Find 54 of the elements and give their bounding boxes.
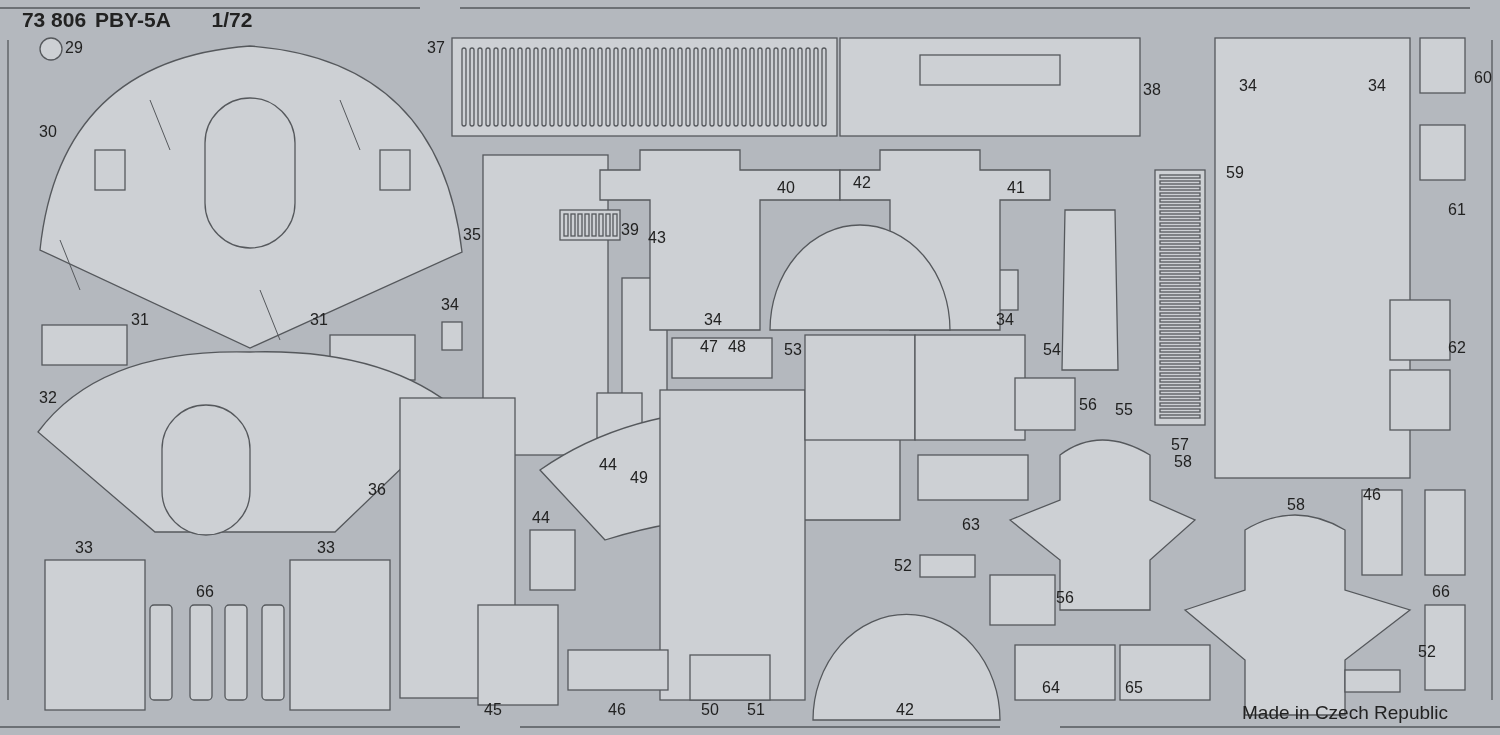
part-number: 46: [608, 702, 626, 718]
part-number: 44: [599, 457, 617, 473]
part-number: 51: [747, 702, 765, 718]
part-number: 52: [894, 558, 912, 574]
part-number: 58: [1287, 497, 1305, 513]
part-number: 57: [1171, 437, 1189, 453]
origin-note: Made in Czech Republic: [1242, 703, 1448, 722]
part-number: 65: [1125, 680, 1143, 696]
part-number: 54: [1043, 342, 1061, 358]
part-number: 56: [1079, 397, 1097, 413]
part-number: 34: [1239, 78, 1257, 94]
part-number: 42: [853, 175, 871, 191]
part-number: 44: [532, 510, 550, 526]
part-number: 62: [1448, 340, 1466, 356]
part-number: 42: [896, 702, 914, 718]
sheet-title: 1/72: [211, 9, 253, 30]
part-number: 38: [1143, 82, 1161, 98]
part-number: 50: [701, 702, 719, 718]
part-number: 34: [441, 297, 459, 313]
part-number: 43: [648, 230, 666, 246]
part-number: 66: [1432, 584, 1450, 600]
part-number: 34: [704, 312, 722, 328]
part-number: 49: [630, 470, 648, 486]
part-number: 64: [1042, 680, 1060, 696]
part-number: 39: [621, 222, 639, 238]
part-number: 60: [1474, 70, 1492, 86]
part-number: 32: [39, 390, 57, 406]
part-number: 47: [700, 339, 718, 355]
part-number: 35: [463, 227, 481, 243]
part-number: 48: [728, 339, 746, 355]
part-number: 40: [777, 180, 795, 196]
part-number: 66: [196, 584, 214, 600]
part-number: 31: [310, 312, 328, 328]
part-number: 37: [427, 40, 445, 56]
part-number: 34: [996, 312, 1014, 328]
part-number: 55: [1115, 402, 1133, 418]
part-number: 33: [317, 540, 335, 556]
part-number: 41: [1007, 180, 1025, 196]
part-number: 46: [1363, 487, 1381, 503]
part-number: 33: [75, 540, 93, 556]
part-number: 45: [484, 702, 502, 718]
sheet-title: PBY-5A: [95, 9, 171, 30]
part-number: 31: [131, 312, 149, 328]
sheet-title: 73 806: [21, 9, 87, 30]
part-number: 29: [65, 40, 83, 56]
part-number: 52: [1418, 644, 1436, 660]
part-number: 58: [1174, 454, 1192, 470]
part-number: 61: [1448, 202, 1466, 218]
part-number: 63: [962, 517, 980, 533]
part-number: 34: [1368, 78, 1386, 94]
part-number: 53: [784, 342, 802, 358]
part-number: 56: [1056, 590, 1074, 606]
part-number: 59: [1226, 165, 1244, 181]
part-number: 30: [39, 124, 57, 140]
